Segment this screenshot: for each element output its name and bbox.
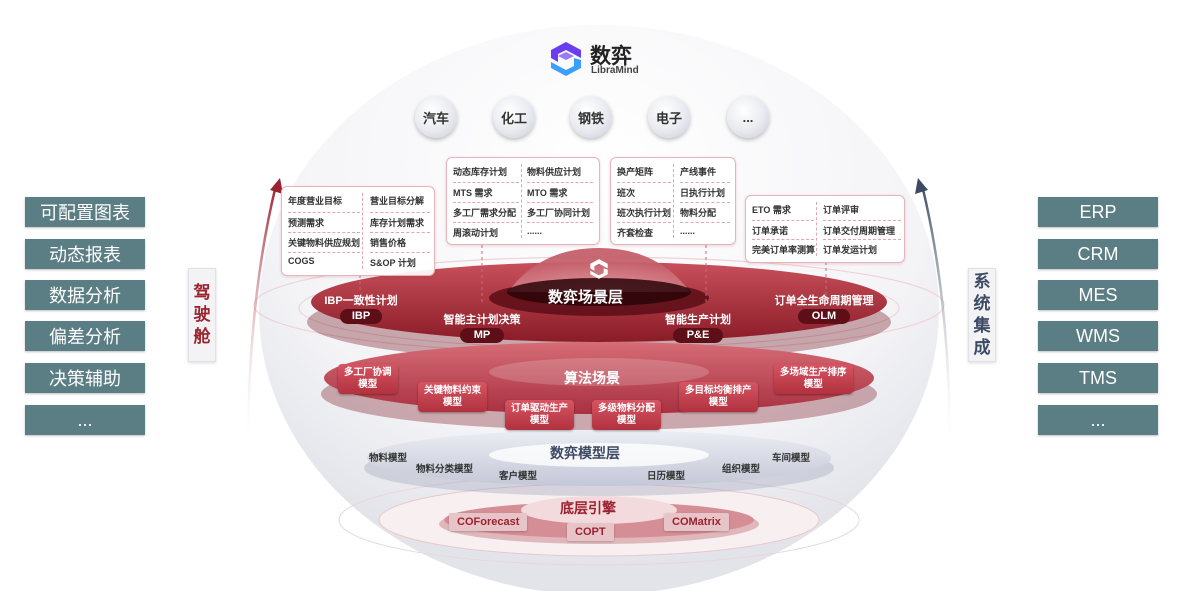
mp-cell: MTS 需求 — [453, 182, 519, 199]
algo-multi-objective: 多目标均衡排产模型 — [679, 382, 758, 412]
left-item-config-charts: 可配置图表 — [25, 197, 145, 227]
model-layer-title: 数弈模型层 — [550, 445, 620, 461]
model-item: 物料分类模型 — [416, 464, 474, 475]
ibp-cell: S&OP 计划 — [370, 252, 430, 269]
olm-cell: ETO 需求 — [752, 205, 791, 215]
ibp-cell: COGS — [288, 252, 360, 266]
ibp-cell: 营业目标分解 — [370, 196, 425, 206]
model-item: 车间模型 — [772, 453, 811, 464]
ibp-cell: 库存计划需求 — [370, 212, 430, 229]
cockpit-label: 驾 驶 舱 — [188, 268, 216, 362]
olm-cell: 订单承诺 — [752, 220, 814, 237]
algorithm-layer-title: 算法场景 — [564, 370, 620, 386]
model-item: 客户模型 — [499, 471, 538, 482]
system-integration-label: 系 统 集 成 — [968, 268, 996, 362]
ibp-cell: 预测需求 — [288, 212, 360, 229]
ibp-detail-box: 年度营业目标 预测需求 关键物料供应规划 COGS 营业目标分解 库存计划需求 … — [281, 186, 435, 276]
industry-electronics: 电子 — [648, 96, 690, 138]
scene-logo-icon — [590, 259, 608, 279]
right-item-crm: CRM — [1038, 239, 1158, 269]
olm-detail-box: ETO 需求 订单承诺 完美订单率测算 订单评审 订单交付周期管理 订单发运计划 — [745, 195, 905, 263]
ibp-cell: 销售价格 — [370, 232, 430, 249]
pe-cell: 日执行计划 — [680, 182, 730, 199]
right-item-mes: MES — [1038, 280, 1158, 310]
engine-copt: COPT — [567, 523, 614, 541]
olm-cell: 完美订单率测算 — [752, 239, 815, 256]
mp-cell: 多工厂协同计划 — [527, 202, 593, 219]
left-arrow — [246, 184, 278, 453]
module-olm: 订单全生命周期管理 OLM — [774, 295, 874, 324]
pe-cell: 班次执行计划 — [617, 202, 671, 219]
right-item-tms: TMS — [1038, 363, 1158, 393]
pe-cell: 班次 — [617, 182, 671, 199]
engine-comatrix: COMatrix — [664, 513, 729, 531]
pe-cell: 换产矩阵 — [617, 167, 654, 177]
right-item-erp: ERP — [1038, 197, 1158, 227]
algo-multi-level-material: 多级物料分配模型 — [592, 400, 662, 430]
algo-key-material: 关键物料约束模型 — [418, 382, 488, 412]
scene-layer-title: 数弈场景层 — [548, 289, 624, 306]
ibp-cell: 关键物料供应规划 — [288, 232, 360, 249]
brand-subname: LibraMind — [591, 65, 639, 76]
mp-cell: MTO 需求 — [527, 182, 593, 199]
mp-cell: 周滚动计划 — [453, 222, 519, 239]
pe-cell: 物料分配 — [680, 202, 730, 219]
mp-cell: 物料供应计划 — [527, 167, 582, 177]
olm-cell: 订单评审 — [823, 205, 860, 215]
model-item: 日历模型 — [647, 471, 686, 482]
model-item: 物料模型 — [369, 453, 408, 464]
left-item-more: ... — [25, 405, 145, 435]
pe-detail-box: 换产矩阵 班次 班次执行计划 齐套检查 产线事件 日执行计划 物料分配 ....… — [610, 157, 736, 245]
mp-cell: 多工厂需求分配 — [453, 202, 519, 219]
industry-steel: 钢铁 — [570, 96, 612, 138]
left-item-dynamic-report: 动态报表 — [25, 239, 145, 269]
left-item-data-analysis: 数据分析 — [25, 280, 145, 310]
olm-cell: 订单交付周期管理 — [823, 220, 901, 237]
module-ibp: IBP一致性计划 IBP — [324, 295, 398, 324]
libramind-logo-icon — [551, 42, 581, 76]
right-arrow — [920, 184, 952, 453]
mp-cell: ...... — [527, 222, 593, 236]
algo-order-driven: 订单驱动生产模型 — [505, 400, 575, 430]
pe-cell: 齐套检查 — [617, 222, 671, 239]
olm-cell: 订单发运计划 — [823, 239, 901, 256]
engine-coforecast: COForecast — [449, 513, 528, 531]
left-item-deviation-analysis: 偏差分析 — [25, 321, 145, 351]
engine-layer-title: 底层引擎 — [560, 500, 616, 516]
mp-cell: 动态库存计划 — [453, 167, 508, 177]
industry-auto: 汽车 — [415, 96, 457, 138]
industry-more: ... — [727, 96, 769, 138]
algo-multi-field-sequencing: 多场域生产排序模型 — [774, 364, 853, 394]
right-item-more: ... — [1038, 405, 1158, 435]
industry-chemical: 化工 — [493, 96, 535, 138]
algo-multi-factory: 多工厂协调模型 — [338, 364, 398, 394]
module-pe: 智能生产计划 P&E — [665, 314, 731, 343]
mp-detail-box: 动态库存计划 MTS 需求 多工厂需求分配 周滚动计划 物料供应计划 MTO 需… — [446, 157, 600, 245]
right-item-wms: WMS — [1038, 321, 1158, 351]
ibp-cell: 年度营业目标 — [288, 196, 343, 206]
model-item: 组织模型 — [722, 464, 761, 475]
left-item-decision-support: 决策辅助 — [25, 363, 145, 393]
pe-cell: 产线事件 — [680, 167, 717, 177]
pe-cell: ...... — [680, 222, 730, 236]
brand-name: 数弈 — [590, 45, 632, 68]
module-mp: 智能主计划决策 MP — [443, 314, 521, 343]
